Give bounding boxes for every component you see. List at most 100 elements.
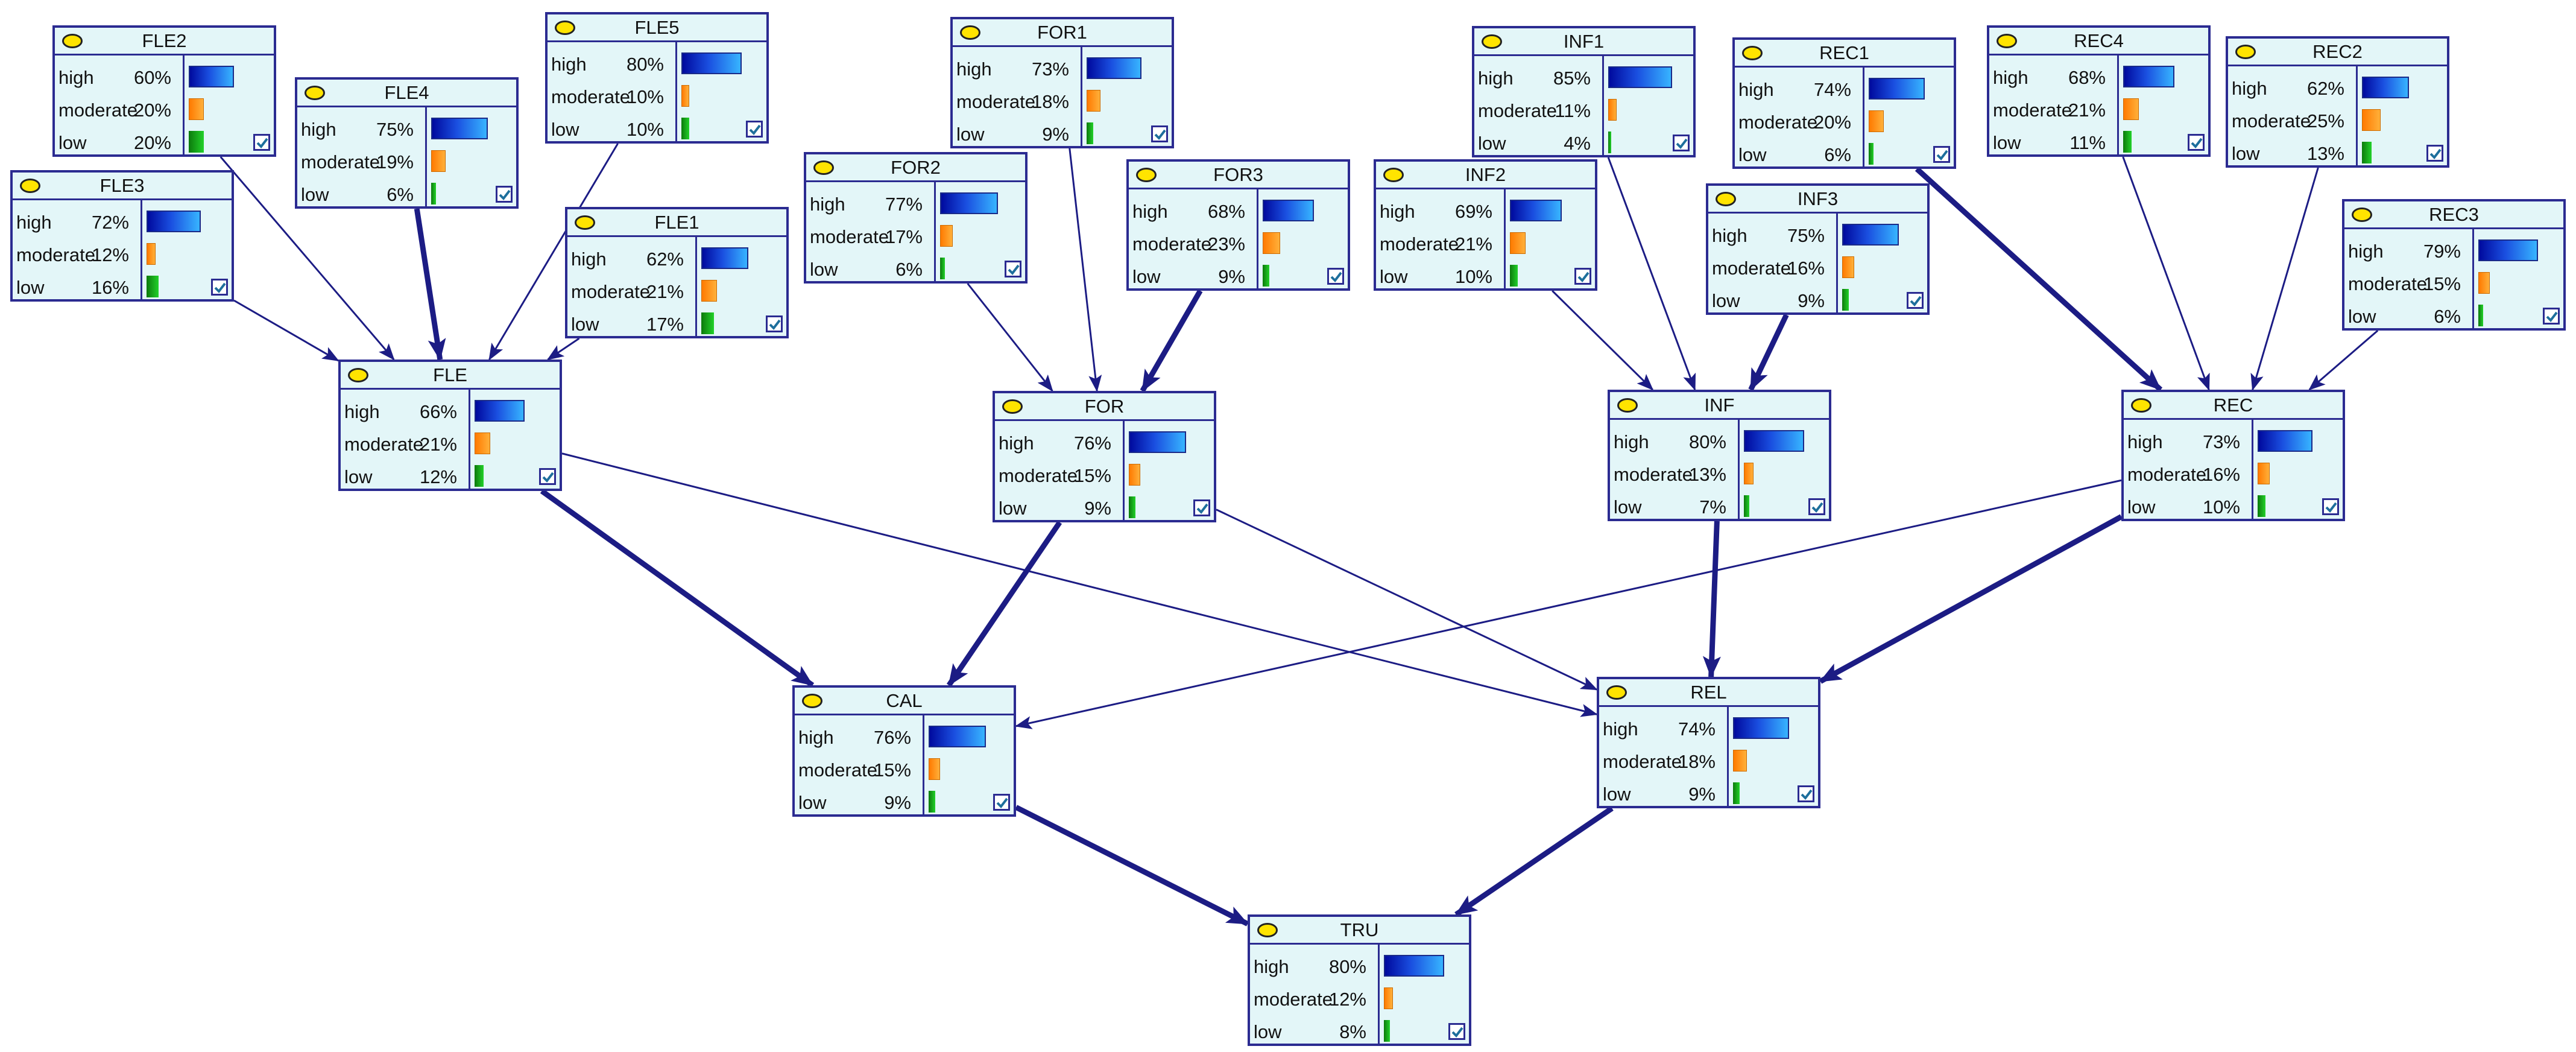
node-header[interactable]: INF3 bbox=[1708, 186, 1927, 214]
probability-bar-track bbox=[2258, 495, 2333, 517]
state-percent: 11% bbox=[1555, 100, 1591, 121]
checkbox-icon[interactable] bbox=[539, 468, 556, 485]
checkbox-icon[interactable] bbox=[1798, 785, 1814, 802]
node-header[interactable]: FLE2 bbox=[55, 28, 274, 55]
edge-fle-to-cal bbox=[540, 489, 815, 688]
probability-bar-low bbox=[1129, 496, 1136, 518]
probability-bar-track bbox=[701, 280, 777, 302]
node-title: FLE2 bbox=[142, 30, 187, 51]
probability-bar-track bbox=[940, 192, 1015, 214]
checkbox-icon[interactable] bbox=[746, 121, 763, 138]
checkbox-icon[interactable] bbox=[993, 794, 1010, 811]
checkbox-icon[interactable] bbox=[2188, 134, 2205, 151]
node-header[interactable]: FLE4 bbox=[297, 80, 516, 107]
checkbox-icon[interactable] bbox=[253, 134, 270, 151]
checkbox-icon[interactable] bbox=[1151, 125, 1168, 142]
checkbox-icon[interactable] bbox=[1933, 146, 1950, 163]
probability-bar-track bbox=[1129, 431, 1204, 453]
node-header[interactable]: FLE3 bbox=[13, 173, 232, 200]
checkbox-icon[interactable] bbox=[1907, 292, 1924, 309]
probability-bar-low bbox=[147, 276, 159, 297]
node-header[interactable]: INF1 bbox=[1474, 28, 1693, 56]
checkbox-icon[interactable] bbox=[1193, 499, 1210, 516]
checkbox-icon[interactable] bbox=[2426, 145, 2443, 162]
state-label: moderate bbox=[16, 244, 95, 265]
node-header[interactable]: REC2 bbox=[2228, 39, 2447, 66]
node-header[interactable]: REC4 bbox=[1989, 28, 2208, 55]
checkbox-icon[interactable] bbox=[1327, 268, 1344, 285]
node-header[interactable]: FLE5 bbox=[548, 14, 766, 42]
checkbox-icon[interactable] bbox=[766, 315, 783, 332]
state-percent: 73% bbox=[2202, 431, 2240, 452]
checkbox-icon[interactable] bbox=[2543, 308, 2560, 325]
checkbox-icon[interactable] bbox=[211, 279, 228, 296]
probability-bar-track bbox=[2258, 463, 2333, 484]
node-header[interactable]: FOR1 bbox=[953, 19, 1172, 47]
checkbox-icon[interactable] bbox=[496, 186, 513, 203]
probability-bar-track bbox=[1510, 232, 1585, 254]
node-header[interactable]: TRU bbox=[1250, 917, 1469, 945]
node-header[interactable]: FOR2 bbox=[806, 154, 1025, 182]
checkbox-icon[interactable] bbox=[1808, 498, 1825, 515]
probability-bar-track bbox=[147, 211, 222, 232]
probability-bar-track bbox=[701, 247, 777, 269]
node-header[interactable]: FOR bbox=[995, 393, 1214, 421]
probability-bar-low bbox=[1869, 143, 1874, 165]
state-label: high bbox=[551, 54, 587, 75]
state-percent: 12% bbox=[91, 244, 129, 265]
node-header[interactable]: INF bbox=[1610, 392, 1829, 420]
node-header[interactable]: FOR3 bbox=[1129, 162, 1348, 189]
probability-bar-high bbox=[701, 247, 748, 269]
checkbox-icon[interactable] bbox=[1448, 1023, 1465, 1040]
checkbox-icon[interactable] bbox=[1005, 261, 1021, 277]
probability-bar-track bbox=[189, 98, 264, 120]
node-header[interactable]: CAL bbox=[795, 688, 1014, 715]
node-header[interactable]: REC1 bbox=[1735, 40, 1954, 68]
probability-bar-track bbox=[1869, 110, 1944, 132]
node-header[interactable]: FLE bbox=[341, 362, 560, 390]
probability-bar-track bbox=[1733, 750, 1808, 772]
node-header[interactable]: REC bbox=[2124, 392, 2343, 420]
node-header[interactable]: INF2 bbox=[1376, 162, 1595, 189]
node-header[interactable]: FLE1 bbox=[567, 209, 786, 237]
state-label: low bbox=[16, 277, 45, 298]
checkbox-icon[interactable] bbox=[1574, 268, 1591, 285]
state-percent: 15% bbox=[873, 759, 911, 781]
node-header[interactable]: REC3 bbox=[2344, 201, 2563, 229]
state-percent: 23% bbox=[1207, 233, 1245, 255]
checkbox-icon[interactable] bbox=[1673, 135, 1690, 151]
bulb-icon bbox=[1383, 168, 1404, 182]
checkbox-icon[interactable] bbox=[2322, 498, 2339, 515]
column-divider bbox=[469, 390, 470, 489]
probability-bar-track bbox=[2362, 109, 2437, 131]
node-header[interactable]: REL bbox=[1599, 679, 1818, 707]
